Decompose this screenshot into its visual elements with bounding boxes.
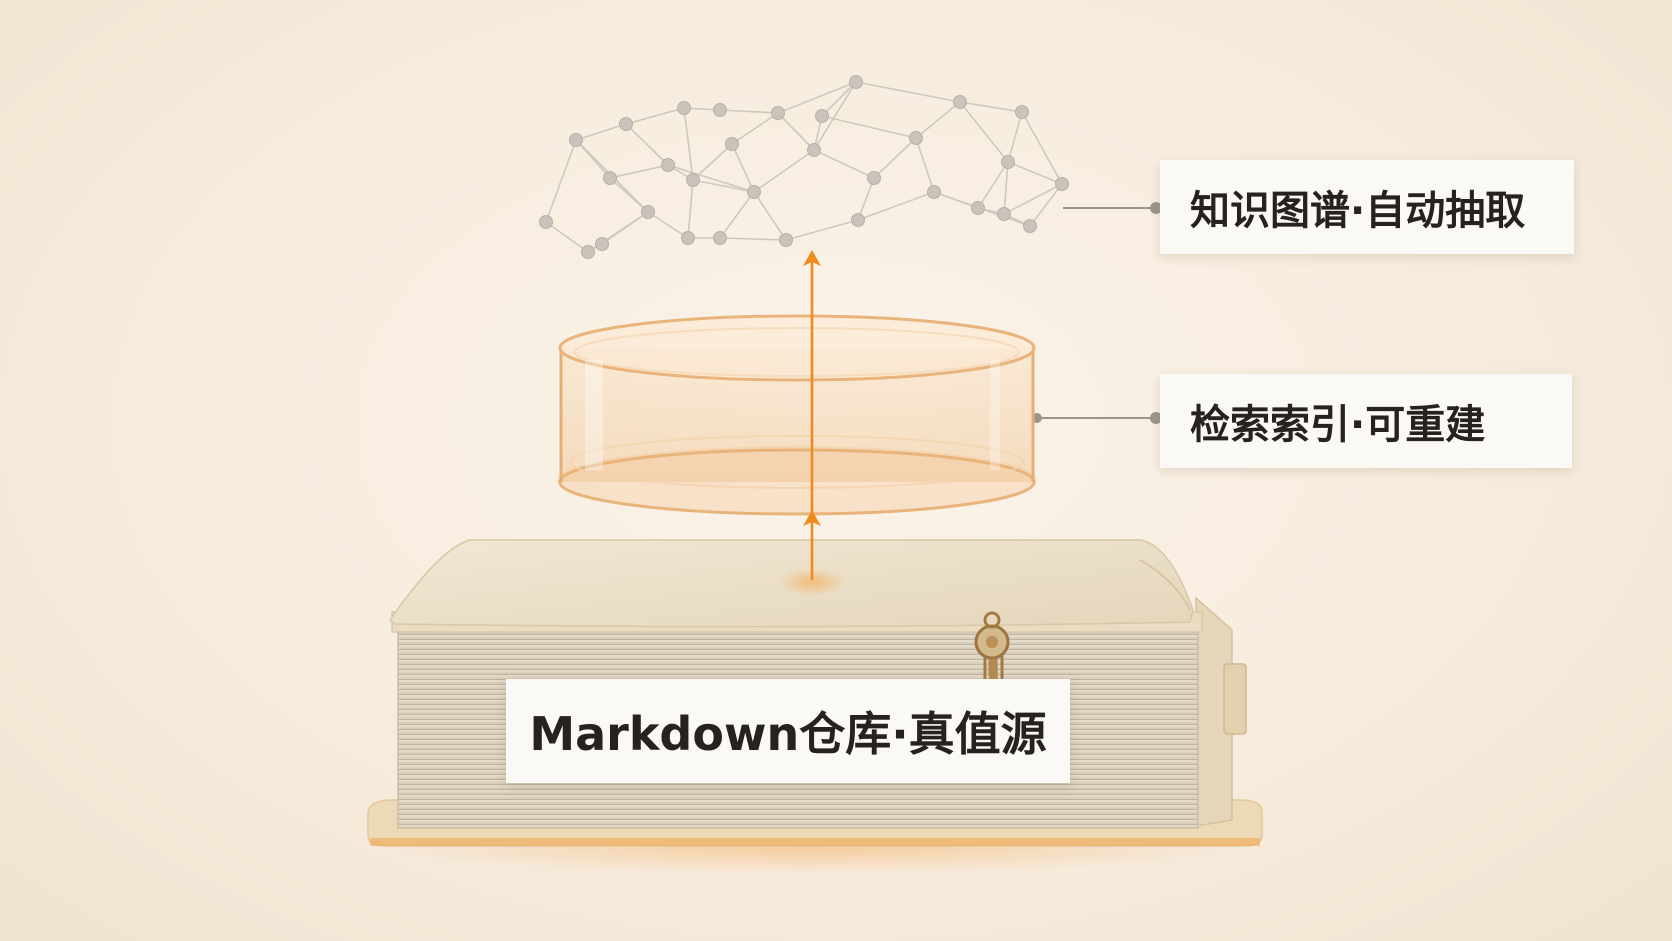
graph-edge [753, 149, 815, 193]
graph-edge [777, 81, 857, 114]
graph-edge [683, 107, 694, 181]
graph-node [779, 233, 793, 247]
graph-node [581, 245, 595, 259]
graph-edge [731, 143, 755, 193]
graph-edge [1003, 183, 1063, 215]
graph-edge [609, 164, 669, 179]
graph-node [595, 237, 609, 251]
graph-edge [545, 139, 577, 223]
graph-node [677, 101, 691, 115]
graph-node [849, 75, 863, 89]
graph-node [539, 215, 553, 229]
graph-edge [959, 101, 1023, 113]
graph-edge [777, 112, 815, 151]
graph-edge [855, 81, 961, 103]
graph-edge [821, 115, 917, 139]
graph-node [619, 117, 633, 131]
graph-edge [719, 191, 755, 239]
graph-edge [719, 237, 787, 241]
graph-edge [977, 161, 1009, 209]
graph-edge [857, 191, 935, 221]
graph-node [713, 231, 727, 245]
graph-node [1015, 105, 1029, 119]
graph-edge [647, 211, 689, 239]
graph-node [713, 103, 727, 117]
graph-edge [785, 219, 859, 241]
graph-node [569, 133, 583, 147]
graph-edge [1007, 161, 1063, 185]
graph-edge [959, 101, 1009, 163]
index-callout-connector [1032, 412, 1162, 424]
up-arrow-icon [778, 250, 846, 596]
graph-node [971, 201, 985, 215]
search-index-label: 检索索引·可重建 [1160, 374, 1572, 468]
graph-node [725, 137, 739, 151]
graph-edge [813, 149, 875, 179]
graph-edge [625, 107, 685, 125]
graph-node [681, 231, 695, 245]
graph-node [661, 158, 675, 172]
graph-node [997, 207, 1011, 221]
graph-edge [719, 109, 779, 114]
graph-node [1055, 177, 1069, 191]
glass-cylinder-icon [557, 314, 1037, 516]
graph-node [686, 173, 700, 187]
graph-edge [1029, 183, 1063, 227]
graph-edge [575, 123, 627, 141]
graph-edge [667, 164, 755, 193]
graph-edge [625, 123, 669, 166]
graph-node [771, 106, 785, 120]
graph-node [851, 213, 865, 227]
knowledge-graph-network-icon [539, 75, 1069, 259]
graph-edge [1007, 111, 1023, 163]
graph-node [927, 185, 941, 199]
graph-edge [687, 179, 694, 239]
graph-node [909, 131, 923, 145]
graph-edge [692, 179, 755, 193]
graph-edge [731, 112, 779, 145]
graph-node [807, 143, 821, 157]
graph-node [641, 205, 655, 219]
graph-node [815, 109, 829, 123]
graph-edge [857, 177, 875, 221]
graph-edge [915, 137, 935, 193]
knowledge-graph-label: 知识图谱·自动抽取 [1160, 160, 1574, 254]
graph-edge [821, 81, 857, 117]
graph-edge [873, 137, 917, 179]
graph-edge [813, 81, 857, 151]
graph-edge [1003, 161, 1009, 215]
graph-edge [753, 191, 787, 241]
graph-edge [915, 101, 961, 139]
graph-edge [1021, 111, 1063, 185]
markdown-repo-label: Markdown仓库·真值源 [506, 679, 1070, 783]
graph-node [747, 185, 761, 199]
graph-node [603, 171, 617, 185]
graph-node [1023, 219, 1037, 233]
graph-node [953, 95, 967, 109]
graph-edge [692, 143, 733, 181]
graph-edge [545, 221, 589, 253]
graph-node [867, 171, 881, 185]
graph-node [1001, 155, 1015, 169]
graph-callout-connector [1063, 202, 1162, 214]
